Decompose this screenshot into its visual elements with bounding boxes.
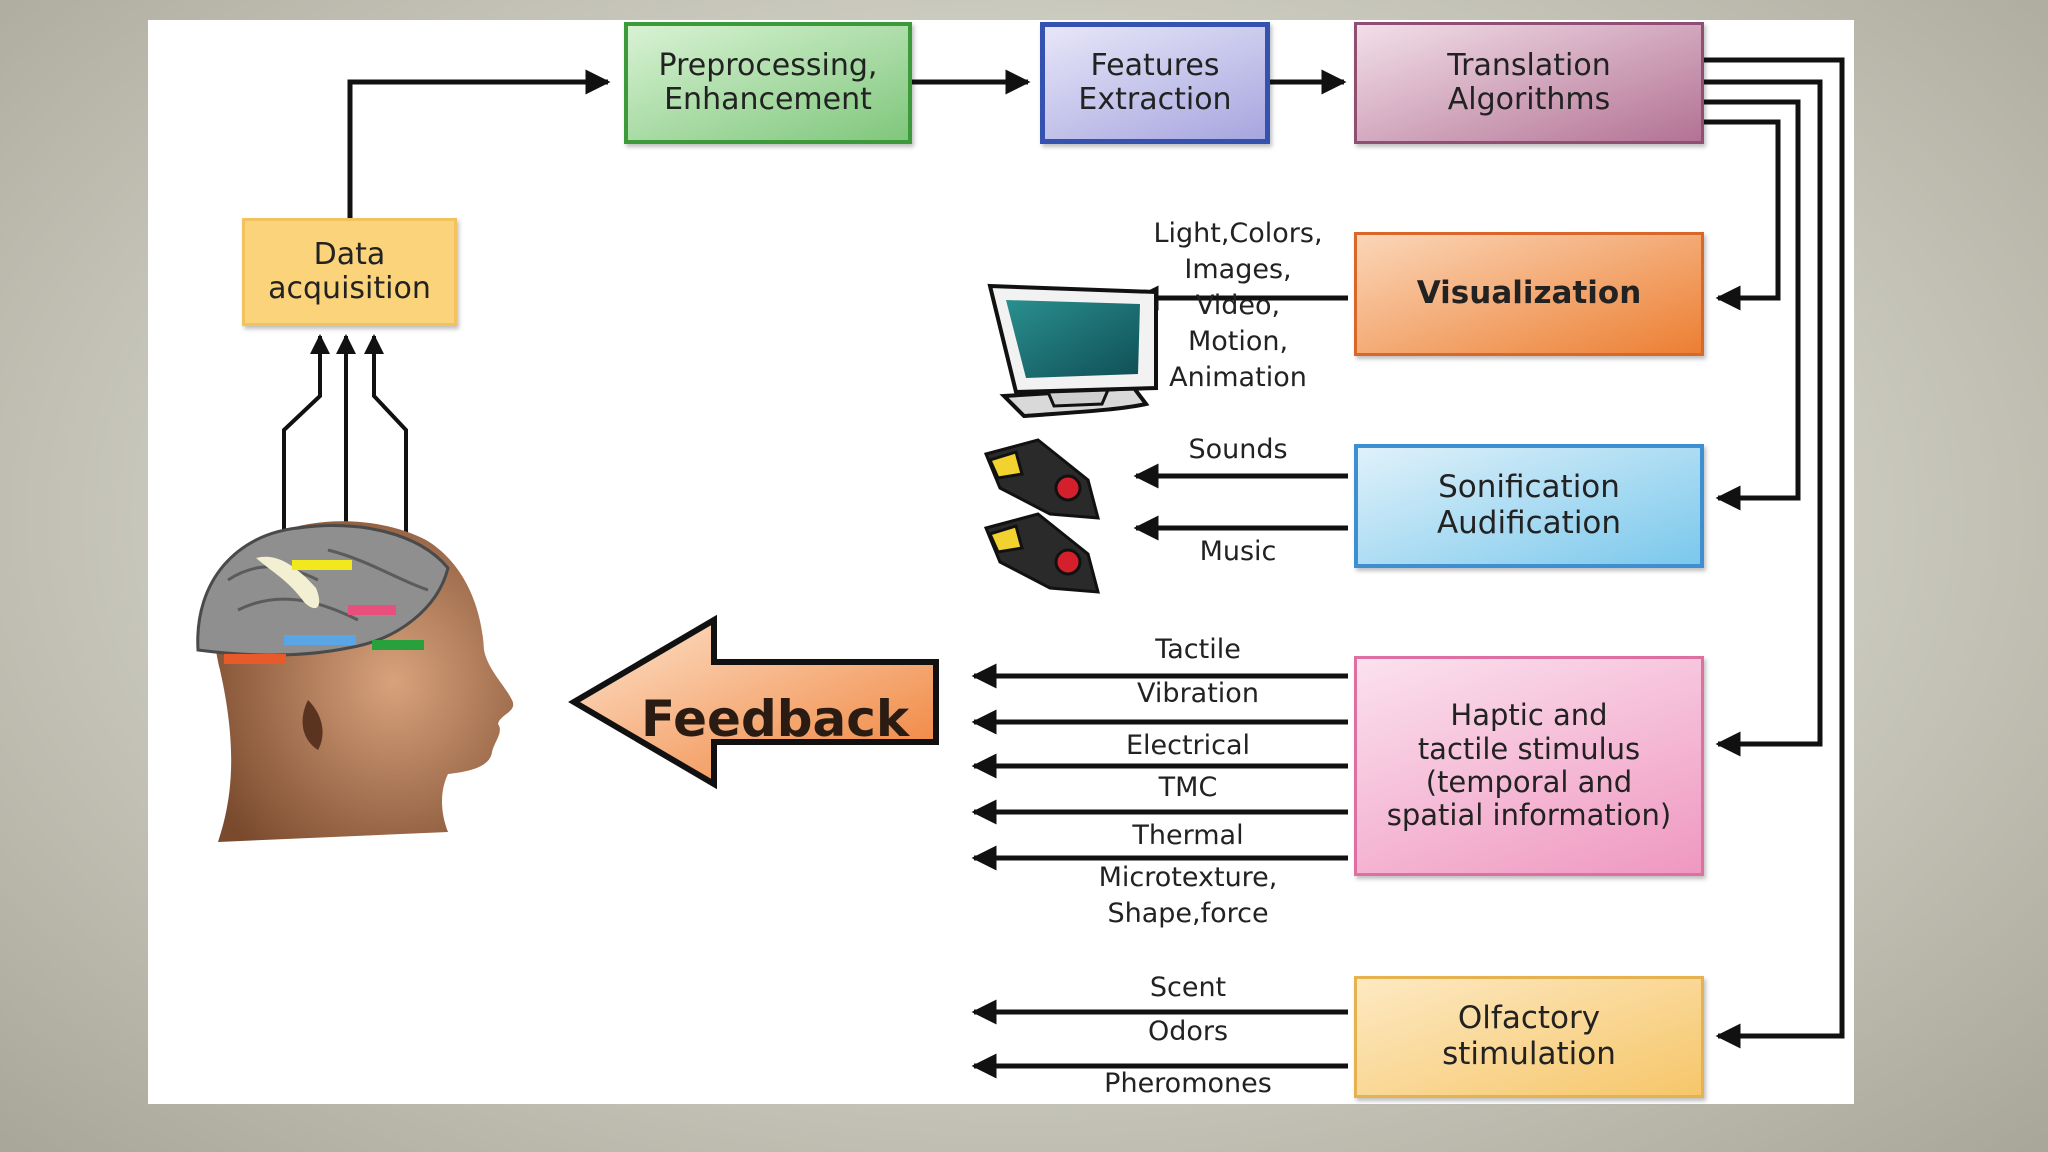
features-extraction-box: Features Extraction — [1040, 22, 1270, 144]
scent-label: Scent — [1149, 972, 1227, 1003]
tmc-label: TMC — [1158, 772, 1218, 803]
visualization-box: Visualization — [1354, 232, 1704, 356]
odors-label: Odors — [1147, 1016, 1229, 1047]
olfactory-stimulation-box: Olfactory stimulation — [1354, 976, 1704, 1098]
data-acquisition-box: Data acquisition — [242, 218, 457, 326]
haptic-stimulus-box: Haptic and tactile stimulus (temporal an… — [1354, 656, 1704, 876]
bus-arrows — [1702, 57, 1845, 1049]
pheromones-label: Pheromones — [1104, 1068, 1272, 1099]
slide: Data acquisition Preprocessing, Enhancem… — [148, 20, 1854, 1104]
vibration-label: Vibration — [1137, 678, 1259, 709]
feedback-arrow — [568, 614, 939, 790]
translation-algorithms-box: Translation Algorithms — [1354, 22, 1704, 144]
brain-head-icon — [196, 521, 514, 842]
output-arrows — [971, 285, 1348, 1079]
tactile-label: Tactile — [1155, 634, 1241, 665]
head-signal-arrows — [282, 334, 408, 534]
preprocessing-box: Preprocessing, Enhancement — [624, 22, 912, 144]
diagram-connectors — [196, 57, 1845, 1079]
music-label: Music — [1199, 536, 1277, 567]
computer-monitor-icon — [987, 283, 1158, 419]
speaker-icon — [983, 438, 1100, 594]
electrical-label: Electrical — [1125, 730, 1251, 761]
feedback-label: Feedback — [641, 690, 910, 748]
microtexture-label: Microtexture, Shape,force — [1098, 862, 1278, 929]
pipeline-arrows — [347, 69, 1347, 218]
thermal-label: Thermal — [1132, 820, 1244, 851]
visual-outputs-label: Light,Colors, Images, Video, Motion, Ani… — [1153, 218, 1323, 393]
sounds-label: Sounds — [1188, 434, 1288, 465]
sonification-box: Sonification Audification — [1354, 444, 1704, 568]
